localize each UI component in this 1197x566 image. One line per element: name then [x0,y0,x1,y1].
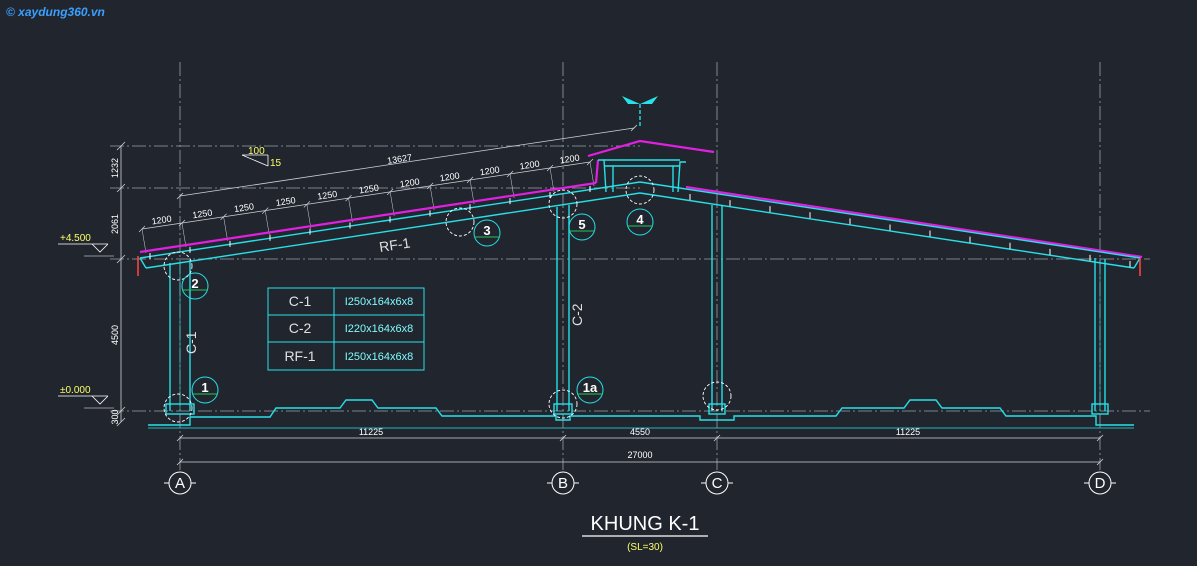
purlin-leader [389,191,395,216]
slope-run: 100 [248,146,265,157]
level-base: ±0.000 [60,385,91,396]
drawing-scale: (SL=30) [627,542,663,553]
member-schedule [267,287,425,371]
level-top: +4.500 [60,233,91,244]
label-col2: C-2 [569,303,585,326]
purlin-leader [141,228,147,254]
bottom-dimension-lines [176,434,1104,466]
schedule-section-2: I250x164x6x8 [345,351,414,363]
purlin-leader [589,161,595,187]
schedule-section-0: I250x164x6x8 [345,296,414,308]
purlin-leader [549,167,555,193]
detail-3: 3 [483,223,490,238]
roof-sheet [139,139,1143,259]
rafter-length: 13627 [386,152,412,166]
watermark: © xaydung360.vn [6,5,105,19]
level-mark-top [58,243,114,257]
grid-bubbles [164,471,1116,495]
detail-1a: 1a [583,380,598,395]
drawing-title: KHUNG K-1 [591,513,700,535]
dim-ab: 11225 [359,427,383,437]
dim-bc: 4550 [630,427,650,437]
grid-lines [110,62,1150,470]
purlin-spacing-label: 1250 [317,189,338,202]
purlin-spacing-label: 1200 [519,159,540,172]
schedule-section-1: I220x164x6x8 [345,323,414,335]
purlin-leader [348,198,353,223]
purlin-spacing-label: 1200 [559,153,580,166]
purlin-dim-line [141,161,591,230]
purlin-spacing-label: 1250 [358,183,379,196]
schedule-name-0: C-1 [289,293,312,309]
purlin-ticks [149,186,1131,267]
purlin-spacing-label: 1250 [233,201,254,214]
slope-rise: 15 [270,158,282,169]
purlin-leader [306,204,312,229]
detail-5: 5 [578,217,585,232]
dim-300: 300 [110,409,120,424]
eave-details [137,256,1141,276]
purlin-leader [509,173,515,198]
dim-total: 27000 [627,450,652,460]
purlin-spacing-label: 1200 [399,177,420,190]
purlin-leader [264,210,270,235]
level-mark-base [58,395,114,409]
vertical-dimension-line [116,141,126,427]
purlin-leader [469,179,475,204]
detail-4: 4 [636,212,644,227]
purlin-leader [429,185,435,210]
schedule-name-1: C-2 [289,320,312,336]
purlin-spacing-label: 1250 [192,208,213,221]
grid-axis-a: A [175,475,185,492]
purlin-dims: 1200 1250 1250 1250 1250 1250 1200 1200 1200 1200… [138,153,595,254]
dim-cd: 11225 [896,427,920,437]
detail-1: 1 [201,380,208,395]
grid-axis-c: C [712,475,723,492]
detail-circles [163,175,732,423]
grid-axis-b: B [558,475,568,492]
label-rafter: RF-1 [378,235,411,255]
detail-bubbles [181,208,654,404]
dim-1232: 1232 [110,158,120,178]
purlin-spacing-label: 1250 [275,195,296,208]
purlin-leader [181,222,187,248]
slope-indicator [241,154,269,167]
detail-2: 2 [191,276,198,291]
label-col1: C-1 [183,331,199,354]
purlin-spacing-label: 1200 [439,171,460,184]
schedule-name-2: RF-1 [284,348,315,364]
dim-4500: 4500 [110,325,120,345]
purlin-leader [223,216,228,241]
purlin-spacing-label: 1200 [479,165,500,178]
dim-2061: 2061 [110,214,120,234]
grid-axis-d: D [1095,475,1106,492]
purlin-spacing-label: 1200 [151,214,172,227]
rafter-length-dim [176,124,638,200]
